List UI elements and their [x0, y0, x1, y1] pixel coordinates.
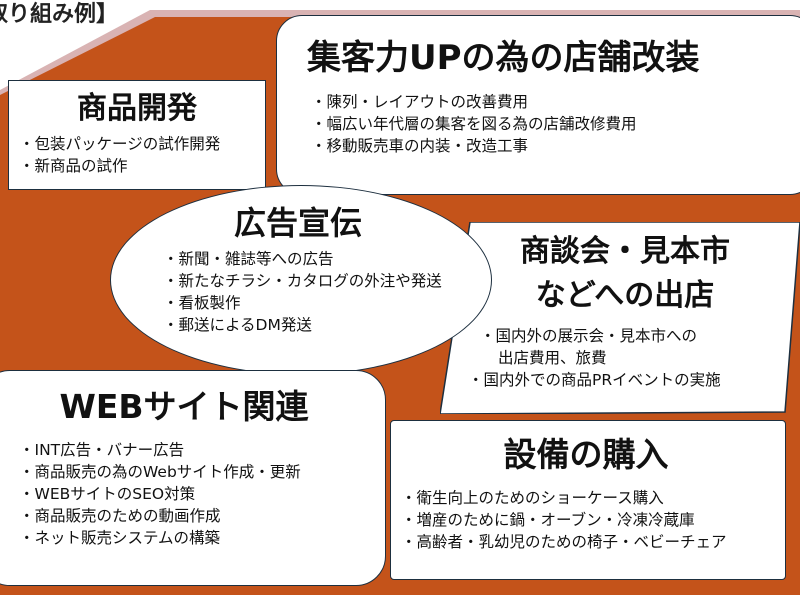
list-item: 高齢者・乳幼児のための椅子・ベビーチェア [401, 531, 785, 553]
list-item: 幅広い年代層の集客を図る為の店舗改修費用 [311, 113, 800, 135]
list-item: INT広告・バナー広告 [19, 439, 385, 461]
list-item: 増産のために鍋・オーブン・冷凍冷蔵庫 [401, 509, 785, 531]
product-dev-box: 商品開発 包装パッケージの試作開発新商品の試作 [8, 80, 266, 190]
slide-heading: 取り組み例】 [0, 2, 119, 27]
list-item: WEBサイトのSEO対策 [19, 483, 385, 505]
list-item: 商品販売の為のWebサイト作成・更新 [19, 461, 385, 483]
store-renovation-box: 集客力UPの為の店舗改装 陳列・レイアウトの改善費用幅広い年代層の集客を図る為の… [276, 15, 800, 195]
list-item: 看板製作 [163, 292, 491, 314]
list-item: ネット販売システムの構築 [19, 527, 385, 549]
list-item: 国内外での商品PRイベントの実施 [468, 369, 721, 391]
list-item: 新聞・雑誌等への広告 [163, 248, 491, 270]
advertising-ellipse: 広告宣伝 新聞・雑誌等への広告新たなチラシ・カタログの外注や発送看板製作郵送によ… [110, 185, 492, 375]
web-title: WEBサイト関連 [59, 387, 309, 426]
list-item: 国内外の展示会・見本市への [480, 325, 721, 347]
web-box: WEBサイト関連 INT広告・バナー広告商品販売の為のWebサイト作成・更新WE… [0, 370, 386, 586]
equipment-box: 設備の購入 衛生向上のためのショーケース購入増産のために鍋・オーブン・冷凍冷蔵庫… [390, 420, 786, 580]
fair-box: 商談会・見本市 などへの出店 国内外の展示会・見本市への 出店費用、旅費 国内外… [440, 222, 800, 414]
list-item: 郵送によるDM発送 [163, 314, 491, 336]
list-item: 陳列・レイアウトの改善費用 [311, 91, 800, 113]
fair-title-line1: 商談会・見本市 [520, 234, 730, 269]
list-item-continuation: 出店費用、旅費 [498, 349, 607, 367]
product-dev-title: 商品開発 [77, 91, 197, 126]
list-item: 商品販売のための動画作成 [19, 505, 385, 527]
list-item: 包装パッケージの試作開発 [19, 133, 255, 155]
list-item: 衛生向上のためのショーケース購入 [401, 487, 785, 509]
list-item: 新たなチラシ・カタログの外注や発送 [163, 270, 491, 292]
list-item: 移動販売車の内装・改造工事 [311, 135, 800, 157]
store-renovation-title: 集客力UPの為の店舗改装 [307, 38, 700, 78]
list-item: 新商品の試作 [19, 155, 255, 177]
fair-title-line2: などへの出店 [535, 278, 715, 313]
equipment-title: 設備の購入 [503, 435, 669, 474]
fair-box-shape [440, 222, 800, 414]
advertising-title: 広告宣伝 [233, 204, 362, 242]
